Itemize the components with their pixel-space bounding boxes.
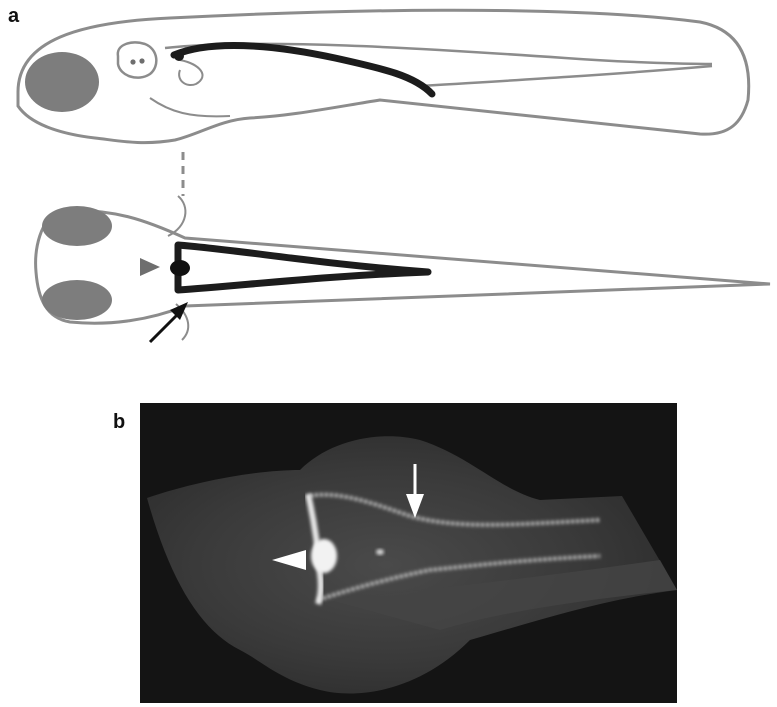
eye-dorsal-top [42,206,112,246]
fin-curve-top-dorsal [168,196,185,236]
otic-vesicle-outline [118,43,156,78]
gray-arrowhead [140,258,160,276]
eye-lateral [25,52,99,112]
vessel-origin-lateral [174,51,184,61]
lateral-view-diagram [18,10,749,142]
black-arrow-shaft [150,314,178,342]
otolith-1 [130,59,135,64]
notochord-line-lateral [420,66,712,86]
eye-dorsal-bottom [42,280,112,320]
dorsal-view-diagram [36,196,770,342]
otolith-2 [139,58,144,63]
micrograph-image [140,403,677,703]
pectoral-fin-loop-lateral [179,60,202,85]
thoracic-duct-dorsal [178,245,428,290]
jugular-lymphatic-dot [170,260,190,276]
fluorescent-cluster [311,539,337,573]
fluorescent-spot [376,549,384,555]
yolk-line-lateral [150,98,230,116]
thoracic-duct-lateral [174,45,432,94]
